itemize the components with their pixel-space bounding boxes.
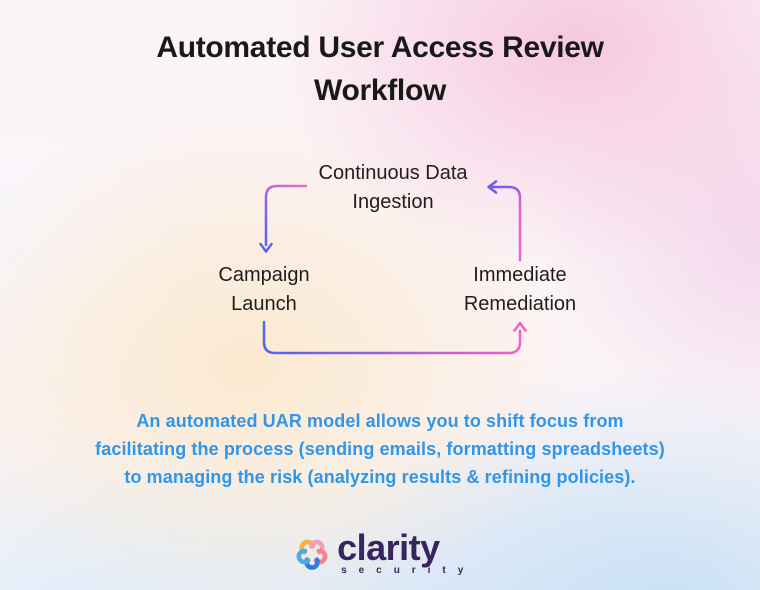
brand-wordmark: clarity s e c u r i t y: [337, 527, 468, 577]
clarity-logo-mark-icon: [296, 539, 328, 570]
brand-footer: clarity s e c u r i t y: [0, 527, 760, 577]
brand-subtitle: s e c u r i t y: [341, 565, 468, 576]
caption-line: An automated UAR model allows you to shi…: [136, 411, 624, 431]
arrow-ingestion-to-campaign: [264, 184, 308, 247]
caption-line: to managing the risk (analyzing results …: [124, 467, 636, 487]
arrowhead-left-icon: [487, 180, 498, 194]
node-campaign-launch: Campaign Launch: [218, 264, 310, 315]
arrowhead-down-icon: [259, 242, 273, 253]
arrow-campaign-to-remediation: [262, 320, 522, 355]
caption-line: facilitating the process (sending emails…: [95, 439, 665, 459]
node-continuous-data-ingestion: Continuous Data Ingestion: [318, 162, 468, 213]
page-title: Automated User Access Review Workflow: [0, 26, 760, 112]
caption-paragraph: An automated UAR model allows you to shi…: [0, 407, 760, 491]
node-immediate-remediation: Immediate Remediation: [463, 264, 577, 315]
brand-name: clarity: [337, 527, 440, 568]
arrow-remediation-to-ingestion: [488, 185, 522, 262]
page-title-line1: Automated User Access Review: [156, 31, 604, 64]
page-title-line2: Workflow: [313, 74, 447, 107]
arrowhead-up-icon: [513, 321, 527, 332]
